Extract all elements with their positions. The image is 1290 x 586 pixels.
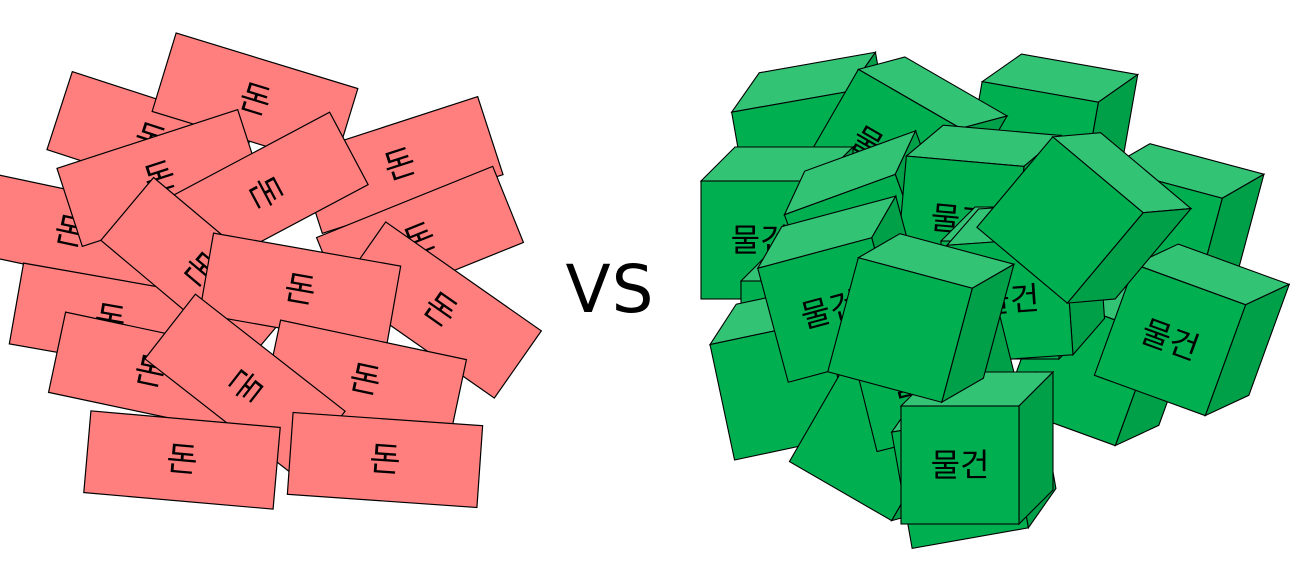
goods-cube — [976, 132, 1193, 304]
money-bill-label: 돈 — [165, 439, 200, 482]
money-bill: 돈 — [83, 410, 281, 510]
goods-cube: 물건 — [899, 370, 1055, 526]
money-bill-label: 돈 — [368, 439, 402, 481]
goods-cube: 물건 — [1093, 243, 1290, 417]
vs-label: VS — [565, 251, 655, 328]
goods-cube-label: 물건 — [931, 446, 990, 484]
money-bill-label: 돈 — [281, 268, 319, 313]
goods-cube — [827, 233, 1016, 404]
money-pile: 돈돈돈돈돈돈돈돈돈돈돈돈돈돈돈돈 — [0, 32, 543, 510]
money-bill: 돈 — [286, 411, 484, 509]
money-bill: 돈 — [198, 232, 402, 348]
